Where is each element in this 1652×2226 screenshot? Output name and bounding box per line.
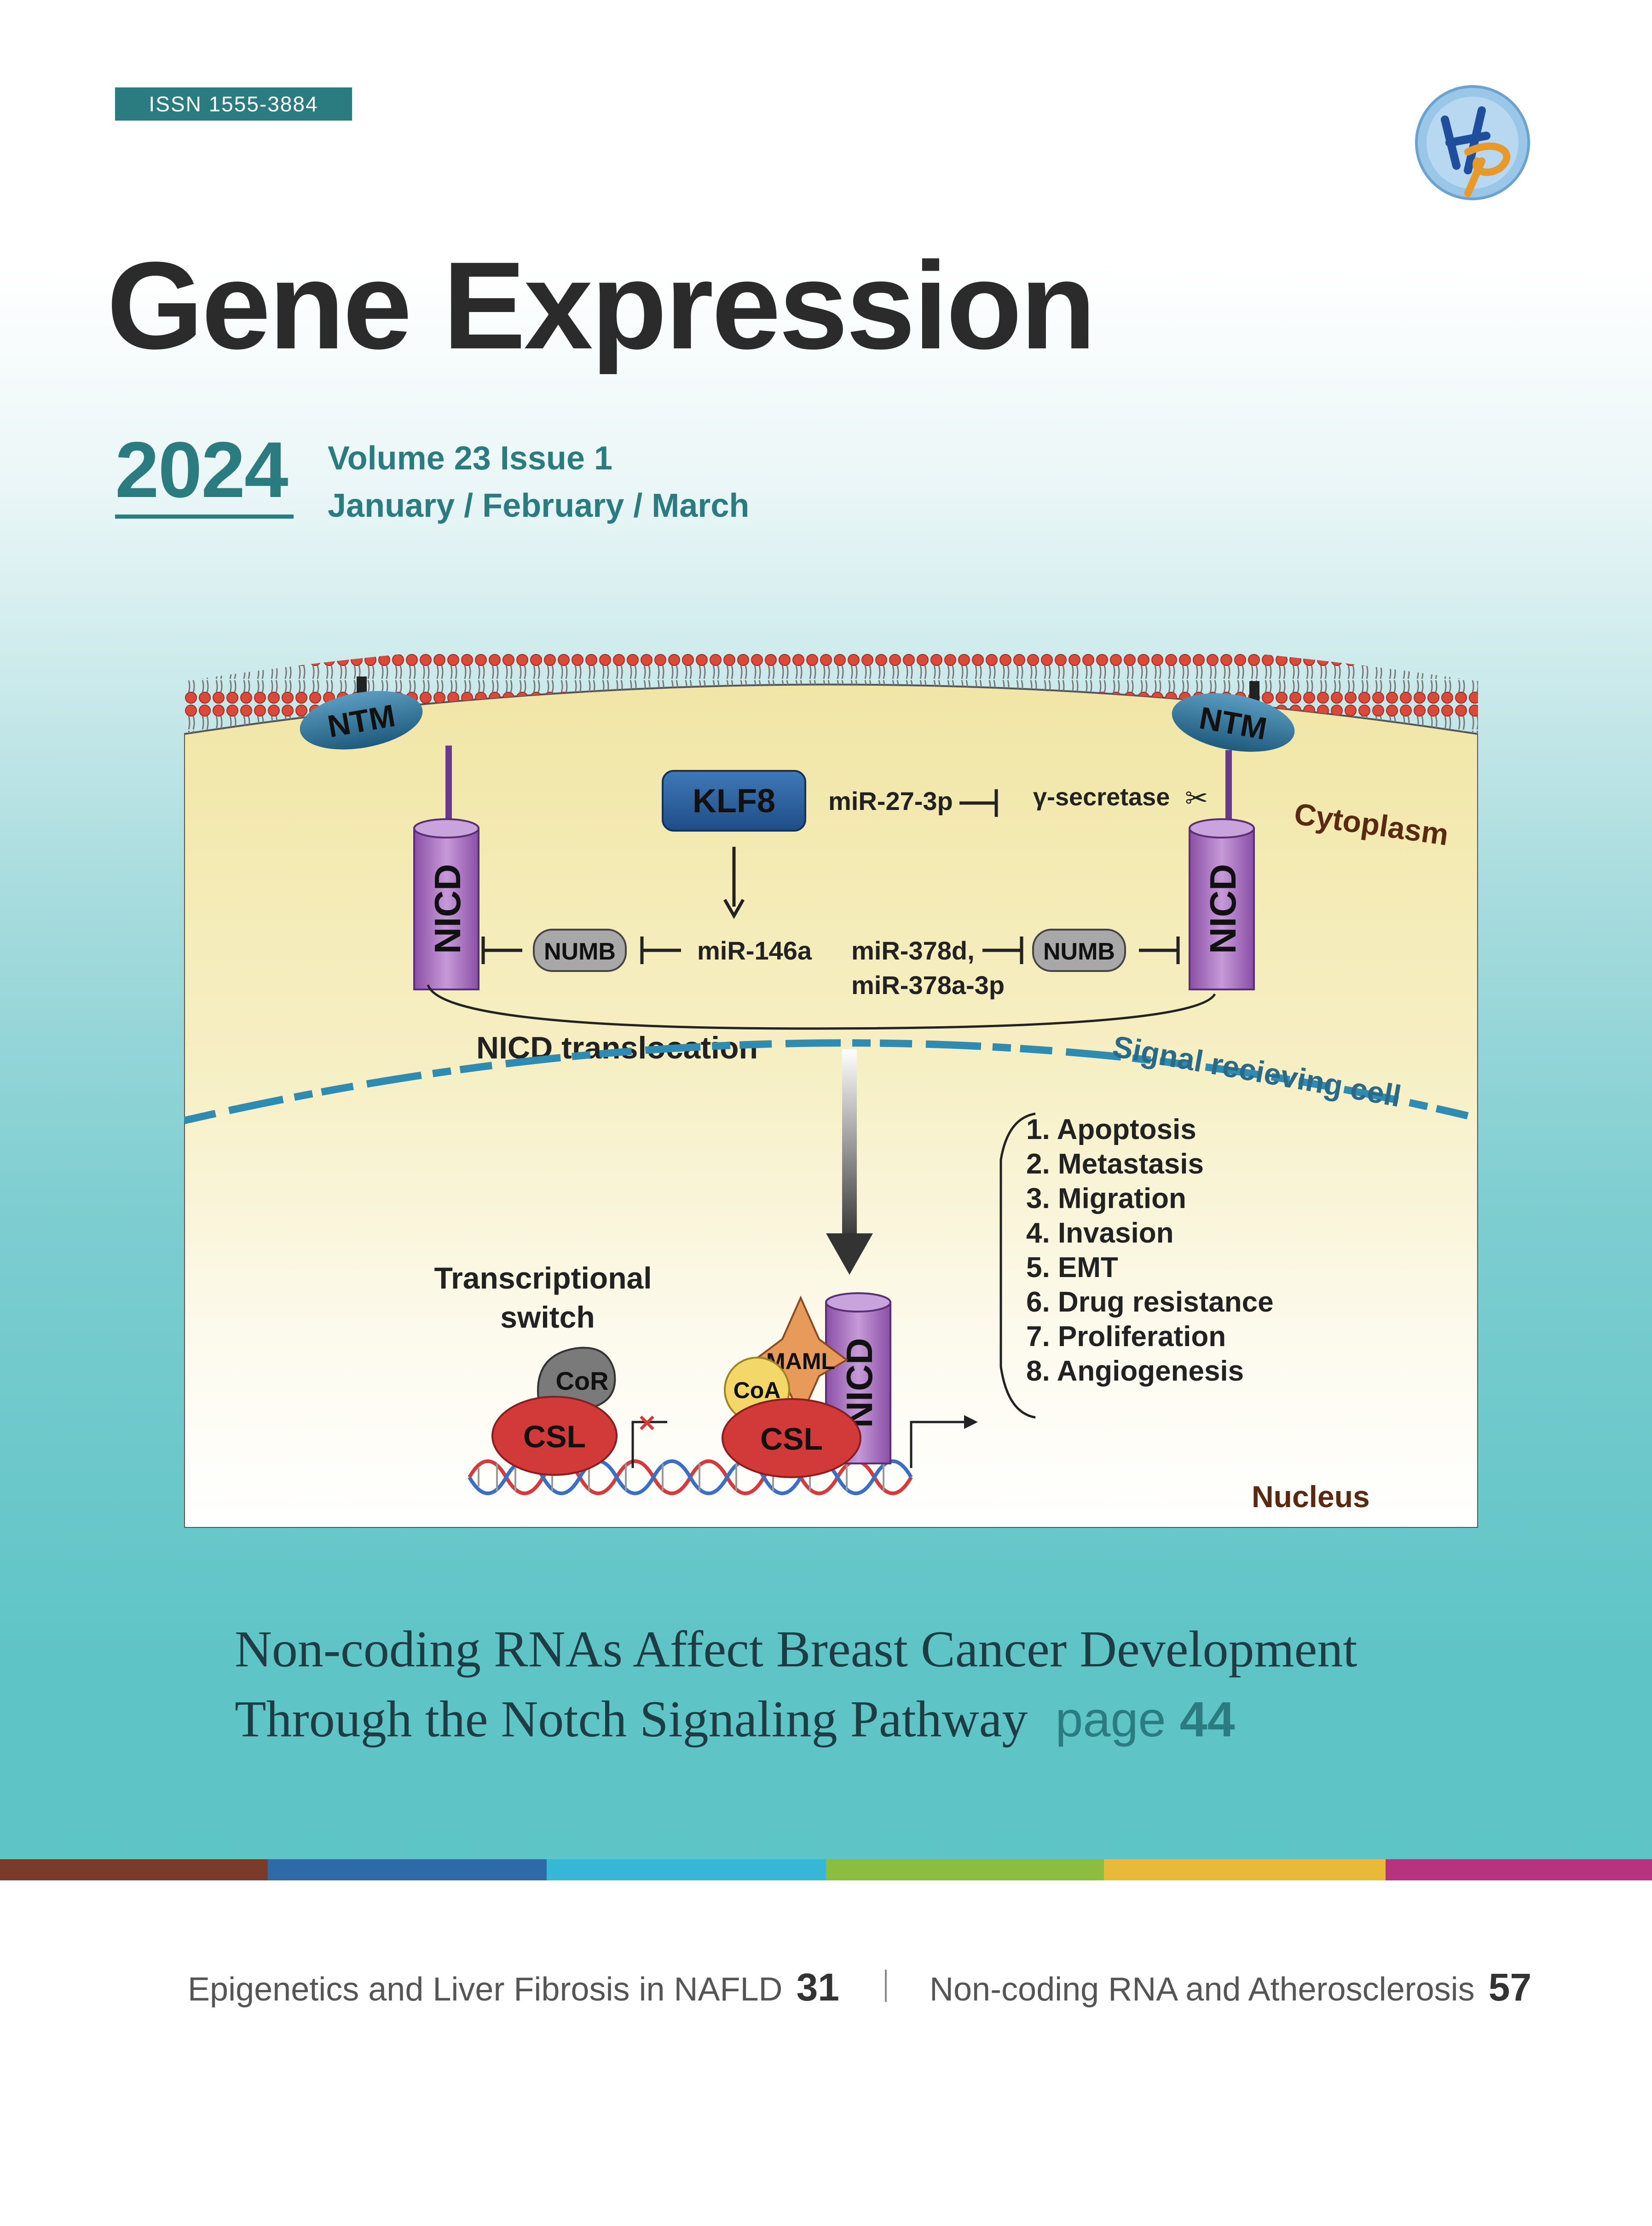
outcome-item: 7. Proliferation: [1026, 1321, 1226, 1353]
svg-text:NICD: NICD: [427, 864, 468, 954]
nucleus-label: Nucleus: [1252, 1480, 1370, 1514]
switch-label-1: Transcriptional: [434, 1261, 652, 1295]
klf8-label: KLF8: [693, 783, 775, 820]
nicd-left: NICD: [413, 818, 479, 990]
mir27-label: miR-27-3p: [828, 786, 953, 815]
svg-text:CSL: CSL: [523, 1419, 586, 1454]
gamma-secretase-label: γ-secretase: [1033, 783, 1170, 811]
headline-page-ref: page 44: [1055, 1691, 1235, 1747]
coa-label: CoA: [734, 1377, 781, 1403]
volume-issue: Volume 23 Issue 1: [328, 440, 612, 477]
scissors-icon: ✂: [1185, 783, 1208, 814]
footer-separator: [885, 1970, 887, 2002]
ntm-right: NTM: [1172, 681, 1295, 828]
klf8-box: [662, 770, 806, 832]
ntm-left: NTM: [300, 676, 452, 828]
headline-line-1: Non-coding RNAs Affect Breast Cancer Dev…: [235, 1621, 1357, 1678]
blocked-icon: ✕: [637, 1411, 657, 1436]
dna-helix-icon: [468, 1459, 913, 1495]
cor-shape: [537, 1347, 616, 1410]
numb-right: [1032, 929, 1126, 972]
color-stripe-bar: [0, 1859, 1652, 1880]
notch-pathway-figure: NTM NTM NICD NICD KLF8 miR-27-3p γ-s: [184, 653, 1478, 1528]
numb-left: [533, 929, 627, 972]
svg-text:NUMB: NUMB: [544, 938, 616, 965]
issn-badge: ISSN 1555-3884: [115, 87, 352, 121]
issue-year: 2024: [115, 426, 289, 514]
outcome-item: 3. Migration: [1026, 1183, 1186, 1214]
svg-text:NICD: NICD: [1202, 864, 1243, 954]
issue-months: January / February / March: [328, 487, 750, 524]
mir378-label-2: miR-378a-3p: [851, 971, 1005, 1000]
outcome-list: 1. Apoptosis 2. Metastasis 3. Migration …: [1026, 1114, 1274, 1387]
outcome-item: 2. Metastasis: [1026, 1148, 1204, 1180]
publisher-logo: [1415, 85, 1530, 200]
svg-text:NUMB: NUMB: [1043, 938, 1115, 965]
outcome-item: 4. Invasion: [1026, 1217, 1173, 1249]
svg-text:CSL: CSL: [760, 1422, 823, 1457]
outcome-item: 8. Angiogenesis: [1026, 1355, 1244, 1387]
nicd-right: NICD: [1189, 818, 1255, 990]
outcome-item: 5. EMT: [1026, 1252, 1118, 1284]
csl-right: [722, 1398, 861, 1478]
outcome-item: 6. Drug resistance: [1026, 1286, 1274, 1318]
mir378-label-1: miR-378d,: [851, 936, 975, 965]
footer-area: [0, 1880, 1652, 2226]
journal-title: Gene Expression: [107, 237, 1096, 375]
switch-label-2: switch: [500, 1300, 595, 1334]
year-underline: [115, 515, 294, 519]
csl-left: [491, 1396, 618, 1476]
mir146-label: miR-146a: [697, 936, 812, 965]
outcome-item: 1. Apoptosis: [1026, 1114, 1196, 1145]
cor-label: CoR: [555, 1366, 608, 1395]
